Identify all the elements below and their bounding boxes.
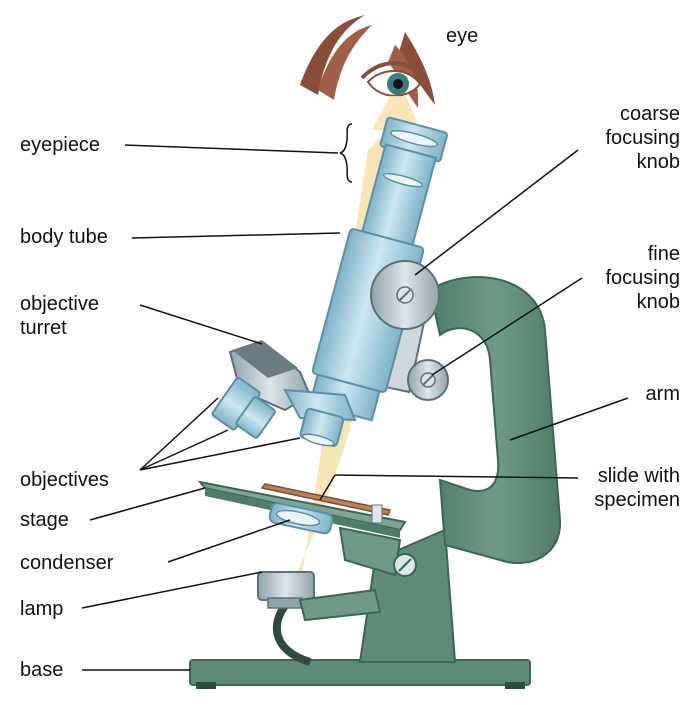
leader-objective-turret	[139, 304, 263, 345]
leader-objectives-2	[139, 429, 229, 471]
leader-objectives-3	[139, 437, 301, 471]
arm-shape	[358, 276, 562, 663]
condenser-shape	[268, 502, 334, 535]
leader-condenser	[167, 519, 291, 563]
slide-shape	[260, 483, 392, 516]
leader-slide-2	[319, 474, 336, 501]
label-objective-turret: objective turret	[20, 293, 99, 339]
label-slide-with-specimen: slide with specimen	[594, 465, 680, 511]
label-fine-focusing-knob: fine focusing knob	[605, 243, 681, 313]
lamp-shape	[257, 571, 315, 609]
label-lamp: lamp	[20, 598, 64, 620]
leader-slide-1	[334, 474, 579, 479]
leader-stage	[89, 487, 206, 521]
leader-lamp	[81, 571, 263, 609]
leader-body-tube	[131, 232, 341, 239]
label-objectives: objectives	[20, 469, 109, 491]
arm-screw-shape	[393, 553, 417, 577]
lamp-bracket	[298, 588, 382, 622]
leader-lines	[81, 144, 629, 671]
label-condenser: condenser	[20, 552, 114, 574]
label-coarse-focusing-knob: coarse focusing knob	[605, 103, 681, 173]
stage-clip	[371, 504, 383, 524]
base-shape	[189, 659, 531, 689]
label-eye: eye	[446, 25, 479, 47]
leader-fine-knob	[431, 277, 583, 376]
label-stage: stage	[20, 509, 69, 531]
leader-coarse-knob	[414, 149, 579, 276]
eye-illustration	[300, 15, 435, 108]
label-base: base	[20, 659, 64, 681]
label-eyepiece: eyepiece	[20, 134, 101, 156]
coarse-focusing-knob-shape	[370, 260, 440, 330]
objectives-shape	[211, 376, 345, 447]
label-arm: arm	[645, 383, 680, 405]
leader-eyepiece	[124, 144, 339, 154]
label-body-tube: body tube	[20, 226, 108, 248]
leader-objectives-1	[139, 397, 219, 471]
leader-arm	[509, 397, 629, 441]
eyepiece-brace	[339, 123, 353, 183]
fine-focusing-knob-shape	[407, 359, 449, 401]
